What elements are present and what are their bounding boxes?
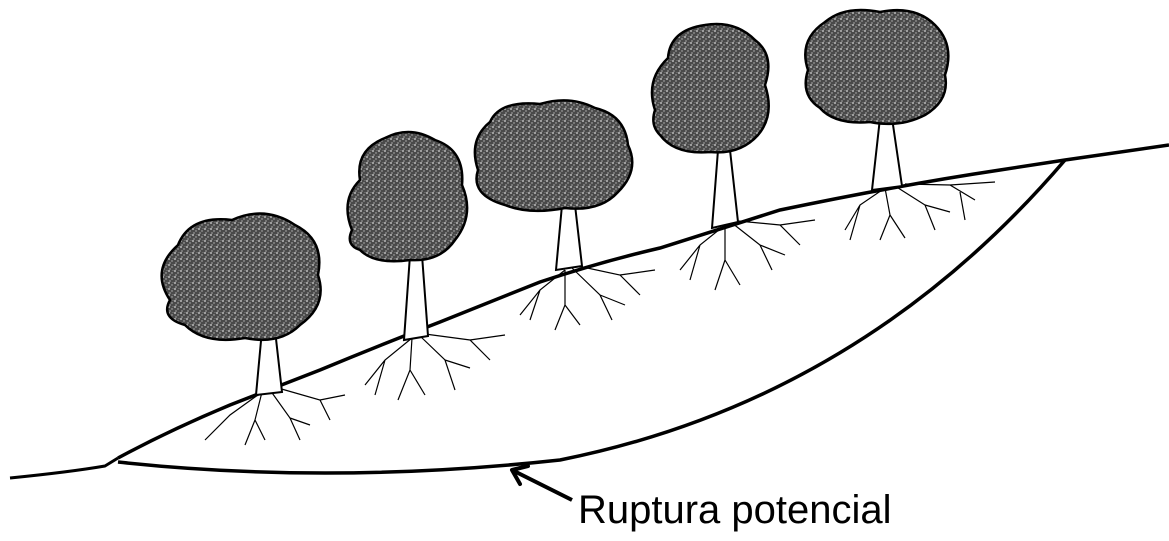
rupture-label: Ruptura potencial (578, 490, 892, 530)
tree-5 (805, 10, 948, 190)
tree-3 (475, 100, 632, 270)
arrow (512, 466, 572, 500)
tree-1-canopy (162, 214, 321, 340)
tree-3-canopy (475, 100, 632, 211)
tree-1 (162, 214, 321, 395)
tree-2 (348, 132, 468, 340)
tree-5-canopy (805, 10, 948, 124)
tree-4-canopy (652, 24, 769, 152)
tree-2-canopy (348, 132, 468, 261)
tree-4 (652, 24, 769, 228)
ground-line-left (10, 458, 118, 478)
roots (205, 182, 995, 445)
